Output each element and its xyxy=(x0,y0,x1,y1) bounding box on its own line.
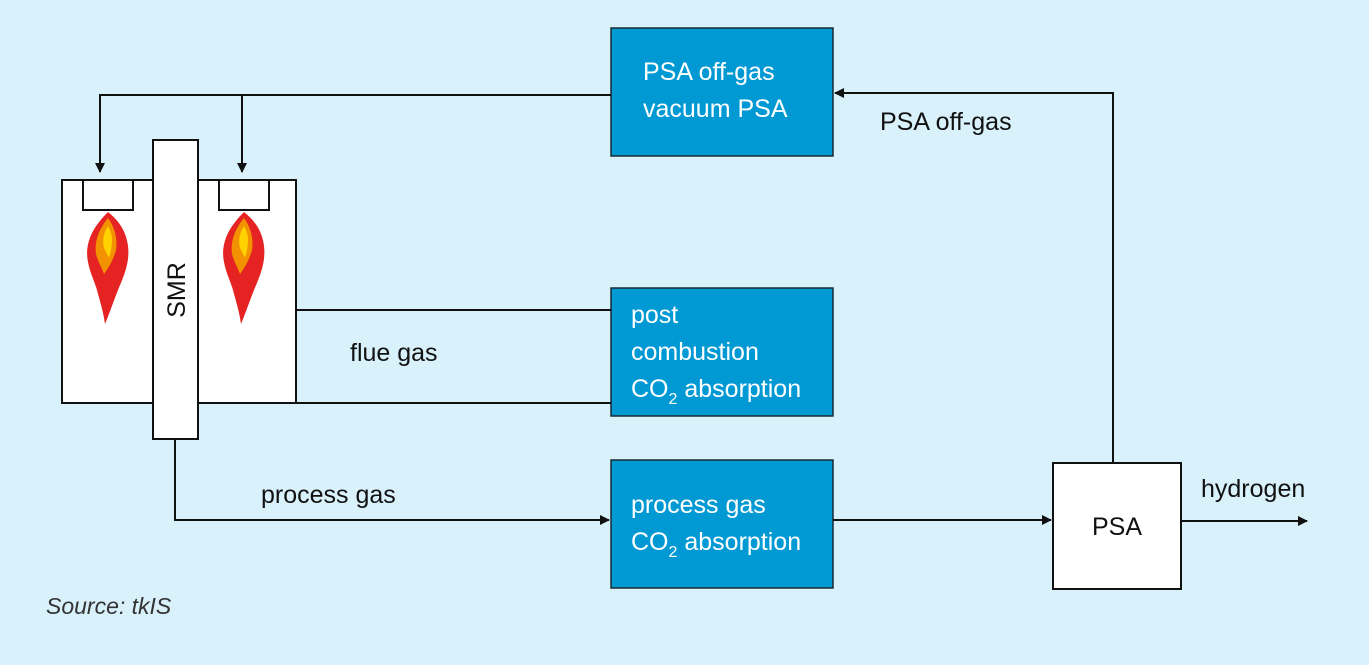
post-combustion-line2: combustion xyxy=(631,338,759,366)
psa-offgas-label: PSA off-gas xyxy=(880,108,1012,136)
process-gas-absorption-line2: CO2 absorption xyxy=(631,528,801,561)
hydrogen-label: hydrogen xyxy=(1201,475,1305,503)
flame-icon-left xyxy=(87,212,129,324)
psa-box xyxy=(1052,462,1182,590)
psa-offgas-line xyxy=(834,88,1114,463)
vacuum-psa-box xyxy=(610,27,834,157)
burner-right xyxy=(218,179,270,211)
process-gas-line xyxy=(174,439,610,525)
post-combustion-box xyxy=(610,287,834,417)
offgas-return-line xyxy=(95,94,611,173)
vacuum-psa-line1: PSA off-gas xyxy=(643,58,775,86)
source-note: Source: tkIS xyxy=(46,593,172,619)
burner-left xyxy=(82,179,134,211)
psa-label: PSA xyxy=(1092,513,1142,541)
flue-gas-label: flue gas xyxy=(350,339,438,367)
flame-icon-right xyxy=(223,212,265,324)
process-gas-absorption-box xyxy=(610,459,834,589)
post-combustion-line1: post xyxy=(631,301,678,329)
process-gas-absorption-line1: process gas xyxy=(631,491,766,519)
smr-label: SMR xyxy=(163,262,191,318)
post-combustion-line3: CO2 absorption xyxy=(631,375,801,408)
process-gas-label: process gas xyxy=(261,481,396,509)
vacuum-psa-line2: vacuum PSA xyxy=(643,95,788,123)
